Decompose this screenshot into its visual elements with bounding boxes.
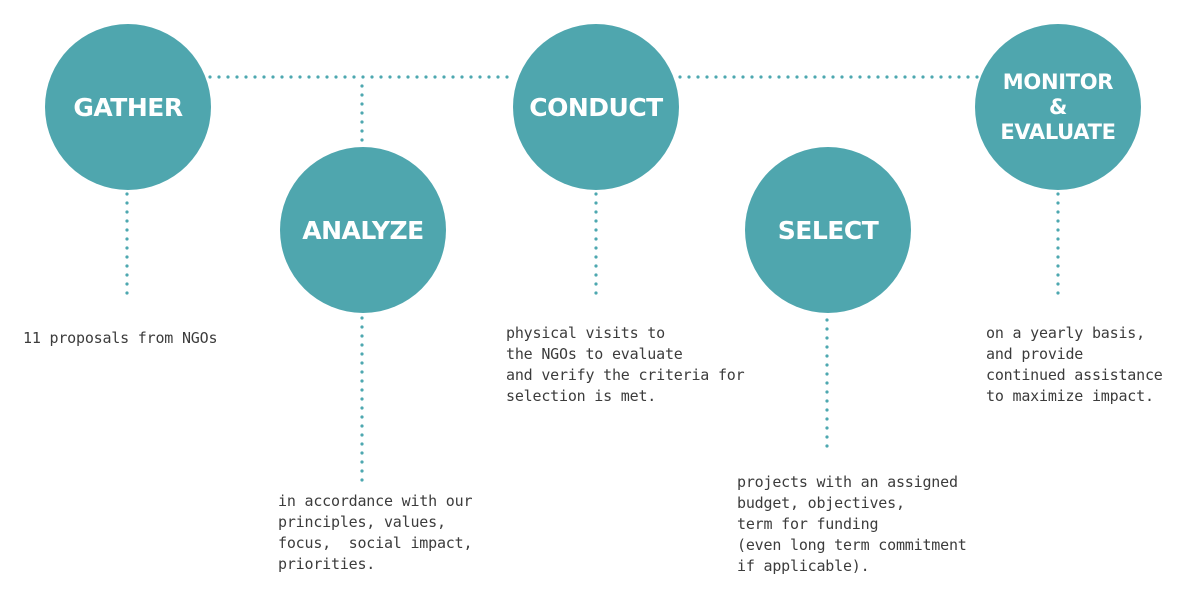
- evaluate-label-line: EVALUATE: [1000, 119, 1116, 144]
- gather-circle: GATHER: [45, 24, 211, 190]
- conduct-circle: CONDUCT: [513, 24, 679, 190]
- analyze-description: in accordance with our principles, value…: [278, 492, 473, 573]
- gather-description: 11 proposals from NGOs: [23, 329, 218, 347]
- gather-label: GATHER: [73, 92, 183, 122]
- monitor-evaluate-label: MONITOR & EVALUATE: [1000, 69, 1116, 145]
- select-circle: SELECT: [745, 147, 911, 313]
- ampersand-label-line: &: [1048, 94, 1067, 119]
- select-label: SELECT: [777, 215, 879, 245]
- analyze-circle: ANALYZE: [280, 147, 446, 313]
- monitor-description: on a yearly basis, and provide continued…: [986, 324, 1163, 405]
- conduct-description: physical visits to the NGOs to evaluate …: [506, 324, 745, 405]
- monitor-evaluate-circle: MONITOR & EVALUATE: [975, 24, 1141, 190]
- conduct-label: CONDUCT: [529, 92, 663, 122]
- analyze-label: ANALYZE: [302, 215, 424, 245]
- monitor-label-line: MONITOR: [1002, 69, 1114, 94]
- select-description: projects with an assigned budget, object…: [737, 473, 967, 575]
